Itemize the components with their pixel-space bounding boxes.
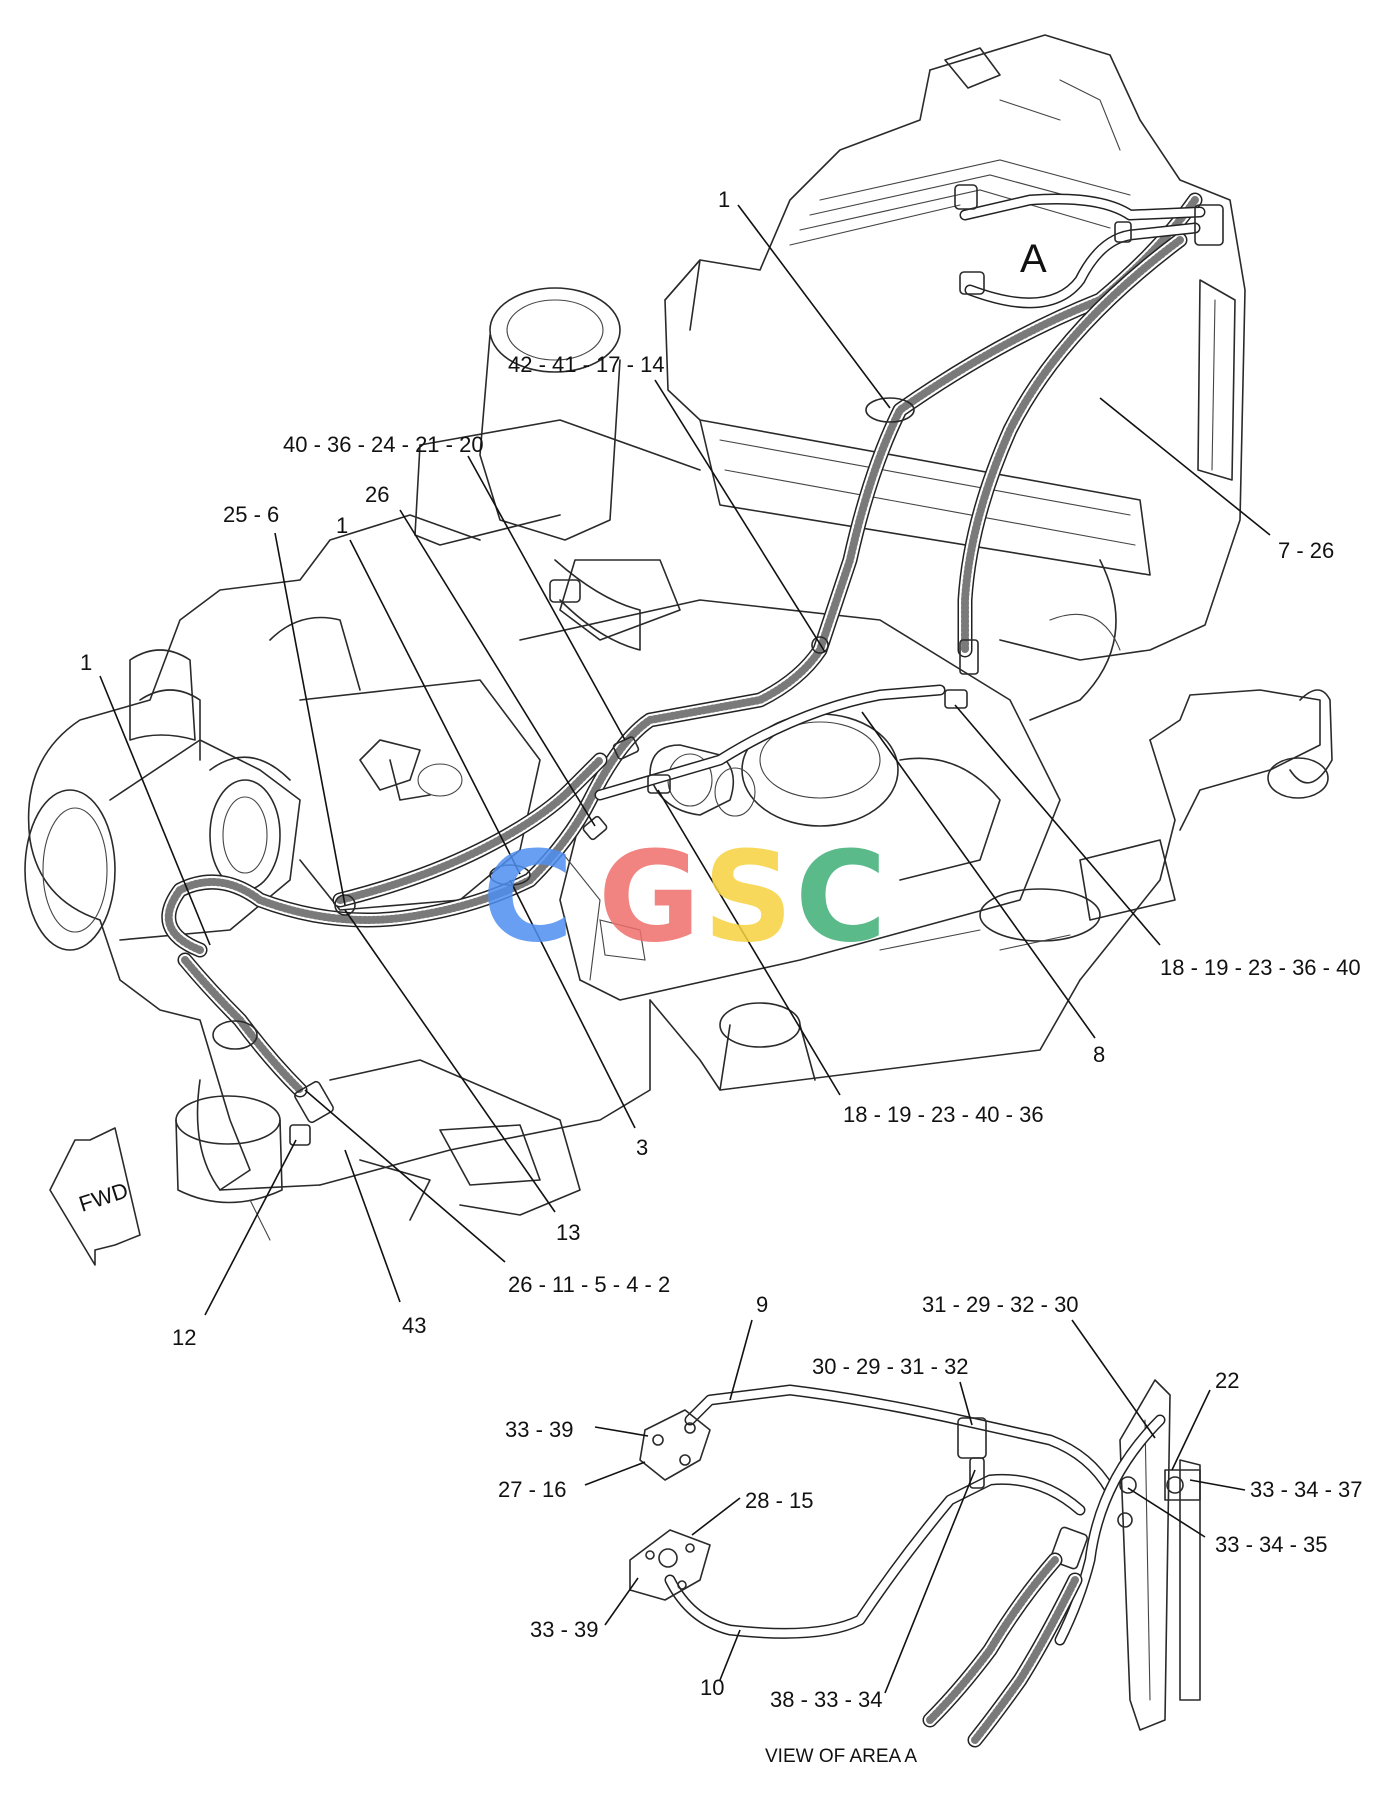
- callout-43: 43: [402, 1313, 426, 1338]
- callout-labels: 1 42 - 41 - 17 - 14 40 - 36 - 24 - 21 - …: [80, 187, 1363, 1712]
- callout-8: 8: [1093, 1042, 1105, 1067]
- callout-26: 26: [365, 482, 389, 507]
- callout-mid-1: 1: [336, 513, 348, 538]
- watermark-letter-3: S: [703, 825, 793, 970]
- callout-3: 3: [636, 1135, 648, 1160]
- callout-13: 13: [556, 1220, 580, 1245]
- watermark-letter-2: G: [598, 825, 701, 970]
- oil-hoses: [161, 184, 1224, 1146]
- callout-31-29-32-30: 31 - 29 - 32 - 30: [922, 1292, 1079, 1317]
- leader-lines: [99, 204, 1271, 1694]
- callout-12: 12: [172, 1325, 196, 1350]
- callout-25-6: 25 - 6: [223, 502, 279, 527]
- callout-42-41-17-14: 42 - 41 - 17 - 14: [508, 352, 665, 377]
- forward-arrow-icon: FWD: [49, 1127, 141, 1266]
- watermark-letter-4: C: [795, 825, 887, 970]
- callout-9: 9: [756, 1292, 768, 1317]
- callout-33-39-upper: 33 - 39: [505, 1417, 574, 1442]
- callout-18-19-23-36-40-right: 18 - 19 - 23 - 36 - 40: [1160, 955, 1361, 980]
- area-a-inset: [629, 1379, 1201, 1748]
- callout-22: 22: [1215, 1368, 1239, 1393]
- view-caption: VIEW OF AREA A: [765, 1746, 917, 1767]
- watermark-letter-1: C: [482, 825, 574, 970]
- area-letter: A: [1020, 237, 1047, 281]
- callout-27-16: 27 - 16: [498, 1477, 567, 1502]
- callout-top-1: 1: [718, 187, 730, 212]
- callout-7-26: 7 - 26: [1278, 538, 1334, 563]
- callout-18-19-23-40-36: 18 - 19 - 23 - 40 - 36: [843, 1102, 1044, 1127]
- callout-10: 10: [700, 1675, 724, 1700]
- callout-28-15: 28 - 15: [745, 1488, 814, 1513]
- fwd-label: FWD: [76, 1177, 131, 1216]
- callout-26-11-5-4-2: 26 - 11 - 5 - 4 - 2: [508, 1272, 670, 1297]
- callout-33-34-37: 33 - 34 - 37: [1250, 1477, 1363, 1502]
- callout-33-39-lower: 33 - 39: [530, 1617, 599, 1642]
- callout-left-1: 1: [80, 650, 92, 675]
- callout-30-29-31-32: 30 - 29 - 31 - 32: [812, 1354, 969, 1379]
- watermark-logo: C G S C: [482, 825, 887, 970]
- callout-38-33-34: 38 - 33 - 34: [770, 1687, 883, 1712]
- callout-40-36-24-21-20: 40 - 36 - 24 - 21 - 20: [283, 432, 484, 457]
- callout-33-34-35: 33 - 34 - 35: [1215, 1532, 1328, 1557]
